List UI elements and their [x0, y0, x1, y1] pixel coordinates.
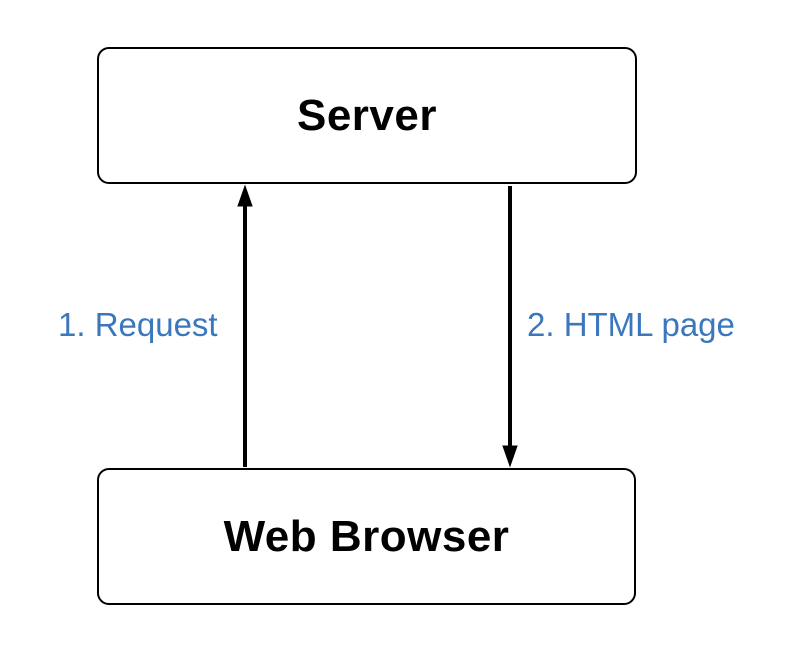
node-web-browser-label: Web Browser [223, 511, 510, 561]
html-page-arrowhead-down-icon [502, 445, 518, 468]
edge-label-html-page: 2. HTML page [527, 306, 735, 343]
edge-label-request: 1. Request [58, 306, 218, 343]
node-server-label: Server [296, 90, 437, 140]
request-arrow [237, 184, 253, 467]
node-server: Server [97, 47, 637, 184]
request-arrowhead-up-icon [237, 184, 253, 207]
html-page-arrow [502, 186, 518, 468]
node-web-browser: Web Browser [97, 468, 636, 605]
